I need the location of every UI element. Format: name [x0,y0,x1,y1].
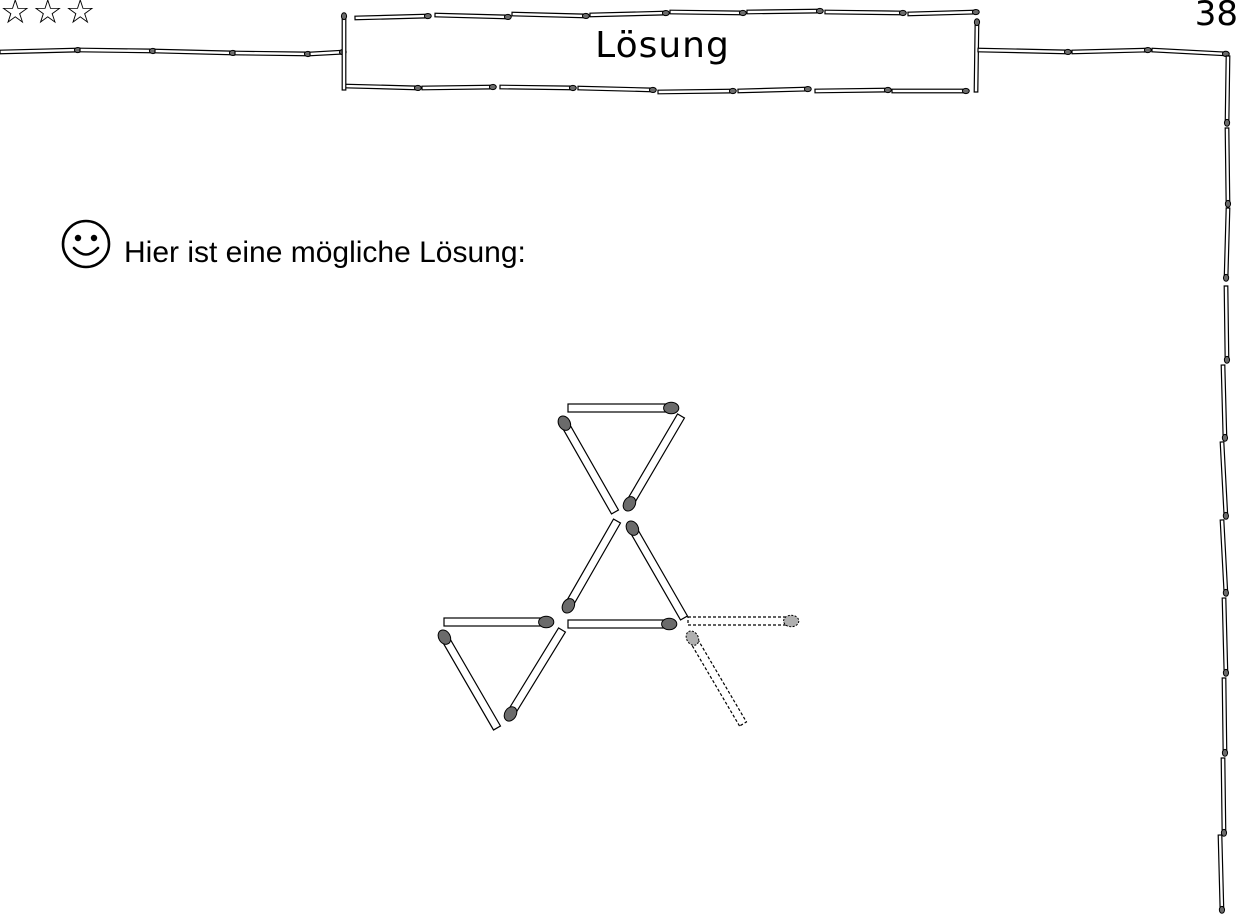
lower-triangle-top-match [443,615,555,629]
border-matchstick [1224,127,1232,208]
border-matchstick [1220,364,1229,442]
border-matchstick [746,7,824,15]
border-matchstick [577,85,657,94]
border-matchstick [1222,207,1231,282]
upper-triangle-top-match [567,401,680,415]
border-matchstick [824,9,907,17]
border-matchstick [434,12,512,21]
border-matchstick [589,9,670,18]
page-title: Lösung [595,25,730,66]
border-matchstick [154,48,237,57]
page-number: 38 [1194,0,1238,34]
middle-triangle-base-match [567,617,678,631]
difficulty-stars-icon: ☆☆☆ [0,0,98,32]
border-matchstick [421,83,497,91]
border-matchstick [354,12,432,21]
border-matchstick [0,46,82,55]
border-matchstick [1220,757,1228,837]
smiley-face-icon [61,219,111,269]
moved-match-diagonal [685,630,748,727]
moved-match-horizontal [687,614,800,628]
border-matchstick [1219,441,1229,520]
border-matchstick [340,12,348,91]
border-matchstick [1219,519,1229,597]
border-matchstick [344,83,422,92]
border-matchstick [1221,677,1229,757]
middle-triangle-left-match [561,518,622,614]
border-matchstick [1223,55,1231,127]
border-matchstick [973,18,981,93]
border-matchstick [657,87,737,95]
border-matchstick [511,11,590,20]
border-matchstick [977,47,1072,56]
lower-triangle-right-match [503,627,567,722]
border-matchstick [814,86,892,94]
border-matchstick [1151,47,1230,57]
lower-triangle-left-match [437,629,502,731]
border-matchstick [891,87,970,95]
border-matchstick [1221,597,1230,677]
border-matchstick [737,85,812,94]
border-matchstick [1217,834,1226,914]
middle-triangle-right-match [625,520,689,621]
upper-triangle-left-match [557,415,620,515]
border-matchstick [669,9,747,17]
border-matchstick [499,84,577,92]
border-matchstick [907,8,980,17]
upper-triangle-right-match [622,413,686,512]
border-matchstick [1223,285,1231,364]
solution-intro-text: Hier ist eine mögliche Lösung: [124,236,526,269]
border-matchstick [1071,46,1152,55]
